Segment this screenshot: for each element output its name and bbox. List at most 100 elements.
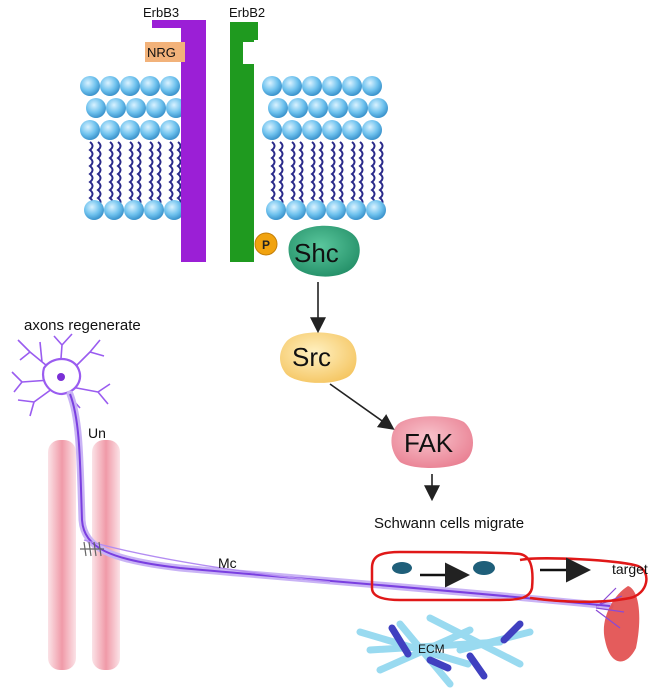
erbb2-receptor: [230, 22, 258, 262]
lipid-tail: [108, 141, 114, 207]
lipid-head: [342, 120, 362, 140]
lipid-tail: [116, 141, 122, 207]
lipid-head: [362, 76, 382, 96]
axon: [66, 390, 614, 610]
lipid-tail: [298, 141, 304, 207]
lipid-head: [282, 76, 302, 96]
ecm-label: ECM: [418, 642, 445, 656]
lipid-tail: [278, 141, 284, 207]
lipid-head: [282, 120, 302, 140]
lipid-tail: [310, 141, 316, 207]
axon-hash-marks: [80, 541, 104, 557]
nerve-sheath-left: [48, 440, 76, 670]
lipid-head: [348, 98, 368, 118]
schwann-nucleus-2: [473, 561, 495, 575]
axon-core: [69, 393, 611, 607]
lipid-head: [160, 76, 180, 96]
lipid-head: [80, 76, 100, 96]
lipid-tail: [370, 141, 376, 207]
lipid-head: [322, 76, 342, 96]
lipid-tail: [168, 141, 174, 207]
lipid-tail: [88, 141, 94, 207]
nrg-label: NRG: [147, 45, 176, 60]
neuron: [11, 333, 111, 417]
lipid-head: [86, 98, 106, 118]
src-node: [280, 332, 357, 383]
lipid-head: [286, 200, 306, 220]
lipid-tail: [358, 141, 364, 207]
lipid-head: [164, 200, 184, 220]
fak-label: FAK: [404, 428, 454, 458]
shc-node: [288, 225, 360, 277]
un-label: Un: [88, 425, 106, 441]
lipid-tail: [270, 141, 276, 207]
lipid-tail: [378, 141, 384, 207]
lipid-head: [120, 76, 140, 96]
lipid-head: [268, 98, 288, 118]
lipid-tail: [156, 141, 162, 207]
shc-label: Shc: [294, 238, 339, 268]
lipid-head: [100, 120, 120, 140]
lipid-heads: [80, 76, 388, 220]
lipid-head: [302, 120, 322, 140]
phosphate-circle: [254, 232, 278, 256]
erbb3-receptor: [152, 20, 206, 262]
lipid-tail: [96, 141, 102, 207]
lipid-tail: [350, 141, 356, 207]
lipid-tail: [128, 141, 134, 207]
lipid-head: [262, 120, 282, 140]
arrow-src-to-fak: [329, 383, 395, 430]
lipid-head: [302, 76, 322, 96]
lipid-head: [328, 98, 348, 118]
fak-node: [391, 416, 473, 468]
lipid-head: [80, 120, 100, 140]
lipid-tail: [148, 141, 154, 207]
lipid-head: [362, 120, 382, 140]
axons-regenerate-label: axons regenerate: [24, 317, 141, 334]
lipid-head: [288, 98, 308, 118]
src-label: Src: [292, 342, 331, 372]
lipid-head: [368, 98, 388, 118]
phospho-label: P: [262, 238, 270, 252]
lipid-head: [306, 200, 326, 220]
lipid-head: [308, 98, 328, 118]
mc-label: Mc: [218, 555, 237, 571]
lipid-head: [104, 200, 124, 220]
schwann-cells: [370, 550, 648, 604]
lipid-tails: [88, 141, 384, 207]
ecm-network: [356, 614, 534, 688]
lipid-head: [266, 200, 286, 220]
lipid-head: [322, 120, 342, 140]
lipid-bilayer: [80, 76, 388, 220]
lipid-tail: [176, 141, 182, 207]
lipid-tail: [330, 141, 336, 207]
axon-branch: [83, 539, 331, 583]
schwann-migrate-label: Schwann cells migrate: [374, 515, 524, 532]
lipid-head: [262, 76, 282, 96]
lipid-tail: [290, 141, 296, 207]
lipid-tail: [338, 141, 344, 207]
lipid-head: [124, 200, 144, 220]
erbb3-label: ErbB3: [143, 5, 179, 20]
lipid-head: [140, 120, 160, 140]
target-label: target: [612, 561, 648, 577]
lipid-head: [120, 120, 140, 140]
lipid-head: [346, 200, 366, 220]
lipid-head: [160, 120, 180, 140]
lipid-head: [146, 98, 166, 118]
lipid-head: [126, 98, 146, 118]
lipid-head: [144, 200, 164, 220]
lipid-head: [366, 200, 386, 220]
schwann-nucleus-1: [392, 562, 412, 574]
lipid-head: [106, 98, 126, 118]
lipid-tail: [318, 141, 324, 207]
lipid-head: [342, 76, 362, 96]
lipid-head: [100, 76, 120, 96]
nrg-ligand-box: [145, 42, 185, 62]
lipid-head: [326, 200, 346, 220]
erbb2-label: ErbB2: [229, 5, 265, 20]
lipid-tail: [136, 141, 142, 207]
lipid-head: [140, 76, 160, 96]
lipid-head: [84, 200, 104, 220]
